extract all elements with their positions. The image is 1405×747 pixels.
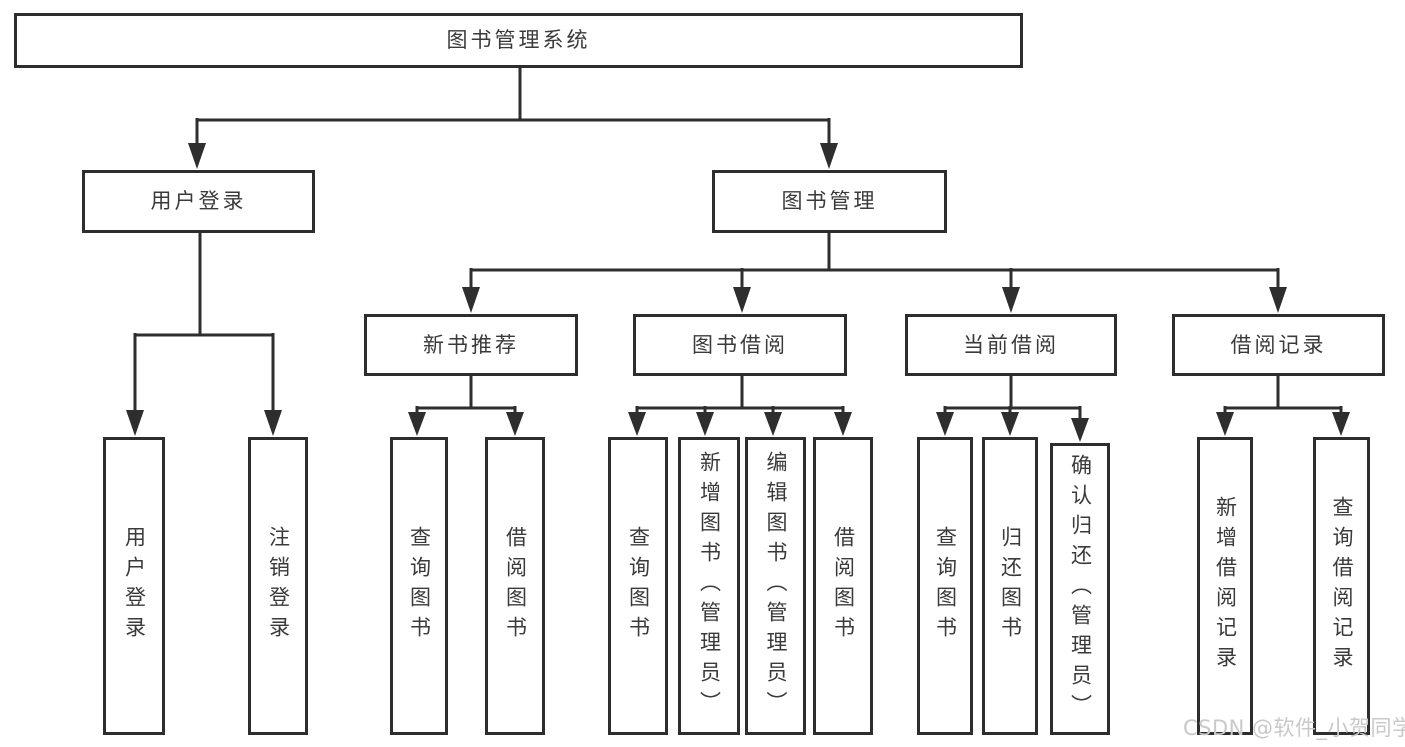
leaf-add-books-admin-label: 新增图书（管理员） — [697, 451, 722, 721]
node-book-management: 图书管理 — [712, 170, 947, 233]
leaf-borrow-books-recommend-label: 借阅图书 — [503, 526, 528, 646]
node-root-system: 图书管理系统 — [14, 13, 1023, 68]
arrowheads — [126, 143, 1350, 442]
watermark-text: CSDN @软件_小贺同学 — [1183, 716, 1405, 740]
node-new-book-recommend-label: 新书推荐 — [423, 332, 519, 357]
leaf-confirm-return-admin: 确认归还（管理员） — [1050, 443, 1110, 735]
node-borrow-records-label: 借阅记录 — [1230, 332, 1327, 357]
node-root-label: 图书管理系统 — [446, 28, 591, 52]
node-user-login-label: 用户登录 — [150, 189, 247, 213]
leaf-borrow-books: 借阅图书 — [813, 437, 873, 735]
leaf-edit-books-admin: 编辑图书（管理员） — [745, 437, 806, 735]
leaf-borrow-books-recommend: 借阅图书 — [485, 437, 545, 735]
node-book-borrow-label: 图书借阅 — [692, 332, 788, 357]
leaf-return-books: 归还图书 — [982, 437, 1038, 735]
leaf-query-books-recommend: 查询图书 — [390, 437, 448, 735]
leaf-add-books-admin: 新增图书（管理员） — [678, 437, 740, 735]
node-user-login: 用户登录 — [82, 170, 315, 233]
leaf-user-login: 用户登录 — [103, 437, 165, 735]
leaf-borrow-books-label: 借阅图书 — [831, 526, 856, 646]
leaf-query-books-recommend-label: 查询图书 — [407, 526, 432, 646]
leaf-query-books-borrow-label: 查询图书 — [626, 526, 651, 646]
node-current-borrow-label: 当前借阅 — [963, 332, 1059, 357]
leaf-logout-label: 注销登录 — [266, 526, 291, 646]
node-book-management-label: 图书管理 — [781, 189, 878, 213]
leaf-user-login-label: 用户登录 — [122, 526, 147, 646]
node-borrow-records: 借阅记录 — [1172, 314, 1385, 376]
leaf-add-borrow-record-label: 新增借阅记录 — [1213, 496, 1238, 676]
leaf-edit-books-admin-label: 编辑图书（管理员） — [764, 451, 788, 721]
node-current-borrow: 当前借阅 — [905, 314, 1117, 376]
leaf-query-borrow-record: 查询借阅记录 — [1313, 437, 1370, 735]
leaf-return-books-label: 归还图书 — [998, 526, 1023, 646]
leaf-query-books-borrow: 查询图书 — [608, 437, 668, 735]
leaf-logout: 注销登录 — [248, 437, 308, 735]
leaf-confirm-return-admin-label: 确认归还（管理员） — [1068, 454, 1093, 724]
node-book-borrow: 图书借阅 — [633, 314, 847, 376]
leaf-add-borrow-record: 新增借阅记录 — [1197, 437, 1253, 735]
node-new-book-recommend: 新书推荐 — [364, 314, 578, 376]
leaf-query-books-current-label: 查询图书 — [933, 526, 958, 646]
leaf-query-books-current: 查询图书 — [917, 437, 973, 735]
leaf-query-borrow-record-label: 查询借阅记录 — [1330, 496, 1354, 676]
connector-paths — [133, 68, 1343, 426]
